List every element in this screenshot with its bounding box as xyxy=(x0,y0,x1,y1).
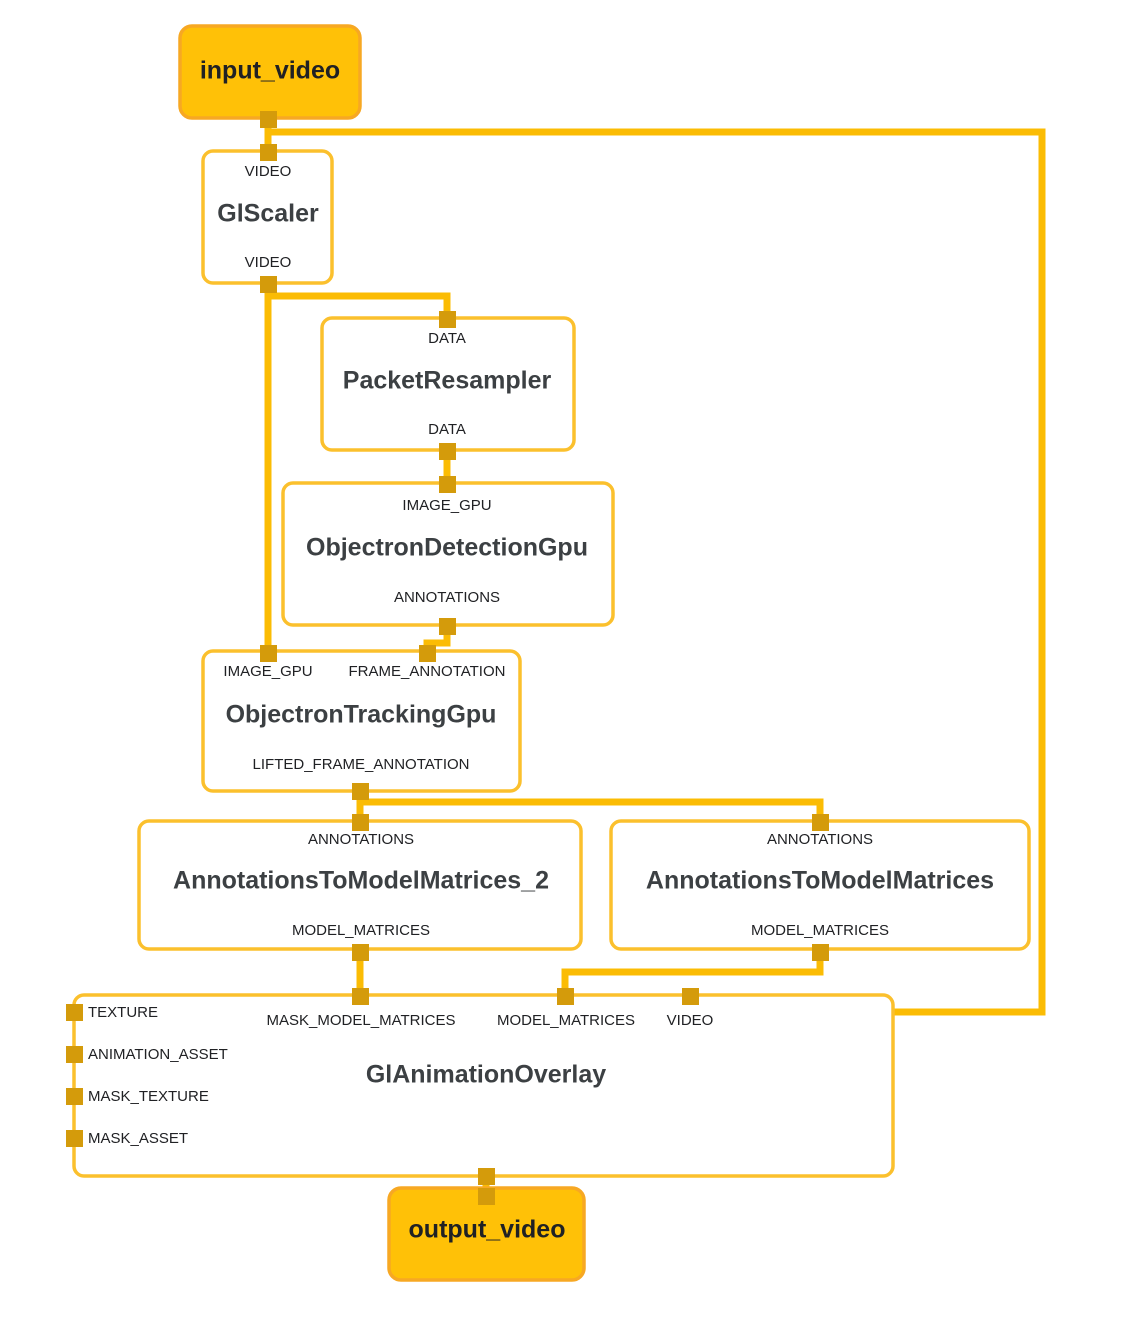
gl-animation-overlay-port-side-mask-texture[interactable] xyxy=(66,1088,83,1105)
objectron-detection-gpu-output-label-annotations: ANNOTATIONS xyxy=(394,589,500,606)
output-video-label: output_video xyxy=(409,1216,566,1244)
gl-animation-overlay-side-label-animation-asset: ANIMATION_ASSET xyxy=(88,1046,228,1063)
packetresampler-title: PacketResampler xyxy=(343,367,552,395)
objectron-tracking-gpu-title: ObjectronTrackingGpu xyxy=(226,701,497,729)
node-objectron-detection-gpu[interactable]: IMAGE_GPU ObjectronDetectionGpu ANNOTATI… xyxy=(281,476,615,635)
input-video-output-port[interactable] xyxy=(260,111,277,128)
input-video-label: input_video xyxy=(200,57,340,85)
node-annotations-to-model-matrices[interactable]: ANNOTATIONS AnnotationsToModelMatrices M… xyxy=(609,814,1031,961)
edge-tracking-to-atmm xyxy=(360,798,824,822)
packetresampler-output-label-data: DATA xyxy=(428,421,466,438)
annotations-to-model-matrices-title: AnnotationsToModelMatrices xyxy=(646,867,994,895)
annotations-to-model-matrices-port-in-annotations[interactable] xyxy=(812,814,829,831)
annotations-to-model-matrices-output-label-model-matrices: MODEL_MATRICES xyxy=(751,922,889,939)
edge-atmm-to-overlay-model-matrices xyxy=(561,952,824,996)
packetresampler-port-in-data[interactable] xyxy=(439,311,456,328)
node-glscaler[interactable]: VIDEO GlScaler VIDEO xyxy=(201,144,334,293)
node-input-video[interactable]: input_video xyxy=(178,24,362,128)
gl-animation-overlay-side-label-mask-texture: MASK_TEXTURE xyxy=(88,1088,209,1105)
gl-animation-overlay-port-in-video[interactable] xyxy=(682,988,699,1005)
glscaler-port-out-video[interactable] xyxy=(260,276,277,293)
annotations-to-model-matrices-2-input-label-annotations: ANNOTATIONS xyxy=(308,831,414,848)
output-video-input-port[interactable] xyxy=(478,1188,495,1205)
objectron-tracking-gpu-port-out-lifted[interactable] xyxy=(352,783,369,800)
annotations-to-model-matrices-2-port-out-model-matrices[interactable] xyxy=(352,944,369,961)
node-objectron-tracking-gpu[interactable]: IMAGE_GPU FRAME_ANNOTATION ObjectronTrac… xyxy=(201,645,522,800)
objectron-tracking-gpu-input-label-image-gpu: IMAGE_GPU xyxy=(223,663,312,680)
gl-animation-overlay-port-side-mask-asset[interactable] xyxy=(66,1130,83,1147)
gl-animation-overlay-input-label-model-matrices: MODEL_MATRICES xyxy=(497,1012,635,1029)
objectron-tracking-gpu-port-in-frame-annotation[interactable] xyxy=(419,645,436,662)
glscaler-input-label-video: VIDEO xyxy=(245,163,292,180)
objectron-tracking-gpu-input-label-frame-annotation: FRAME_ANNOTATION xyxy=(349,663,506,680)
annotations-to-model-matrices-2-port-in-annotations[interactable] xyxy=(352,814,369,831)
gl-animation-overlay-port-out-video[interactable] xyxy=(478,1168,495,1185)
gl-animation-overlay-side-label-texture: TEXTURE xyxy=(88,1004,158,1021)
node-annotations-to-model-matrices-2[interactable]: ANNOTATIONS AnnotationsToModelMatrices_2… xyxy=(137,814,583,961)
gl-animation-overlay-input-label-video: VIDEO xyxy=(667,1012,714,1029)
objectron-tracking-gpu-output-label-lifted: LIFTED_FRAME_ANNOTATION xyxy=(253,756,470,773)
gl-animation-overlay-side-label-mask-asset: MASK_ASSET xyxy=(88,1130,188,1147)
gl-animation-overlay-port-side-animation-asset[interactable] xyxy=(66,1046,83,1063)
node-gl-animation-overlay[interactable]: MASK_MODEL_MATRICES MODEL_MATRICES VIDEO… xyxy=(66,988,895,1185)
node-output-video[interactable]: output_video xyxy=(387,1186,586,1282)
glscaler-output-label-video: VIDEO xyxy=(245,254,292,271)
packetresampler-input-label-data: DATA xyxy=(428,330,466,347)
objectron-detection-gpu-input-label-image-gpu: IMAGE_GPU xyxy=(402,497,491,514)
objectron-tracking-gpu-port-in-image-gpu[interactable] xyxy=(260,645,277,662)
glscaler-port-in-video[interactable] xyxy=(260,144,277,161)
packetresampler-port-out-data[interactable] xyxy=(439,443,456,460)
gl-animation-overlay-port-in-mask-model-matrices[interactable] xyxy=(352,988,369,1005)
gl-animation-overlay-port-side-texture[interactable] xyxy=(66,1004,83,1021)
objectron-detection-gpu-port-out-annotations[interactable] xyxy=(439,618,456,635)
annotations-to-model-matrices-port-out-model-matrices[interactable] xyxy=(812,944,829,961)
gl-animation-overlay-title: GlAnimationOverlay xyxy=(366,1061,606,1089)
glscaler-title: GlScaler xyxy=(217,200,319,228)
annotations-to-model-matrices-input-label-annotations: ANNOTATIONS xyxy=(767,831,873,848)
objectron-detection-gpu-port-in-image-gpu[interactable] xyxy=(439,476,456,493)
objectron-detection-gpu-title: ObjectronDetectionGpu xyxy=(306,534,588,562)
annotations-to-model-matrices-2-title: AnnotationsToModelMatrices_2 xyxy=(173,867,549,895)
gl-animation-overlay-port-in-model-matrices[interactable] xyxy=(557,988,574,1005)
gl-animation-overlay-input-label-mask-model-matrices: MASK_MODEL_MATRICES xyxy=(267,1012,456,1029)
node-packetresampler[interactable]: DATA PacketResampler DATA xyxy=(320,311,576,460)
annotations-to-model-matrices-2-output-label-model-matrices: MODEL_MATRICES xyxy=(292,922,430,939)
